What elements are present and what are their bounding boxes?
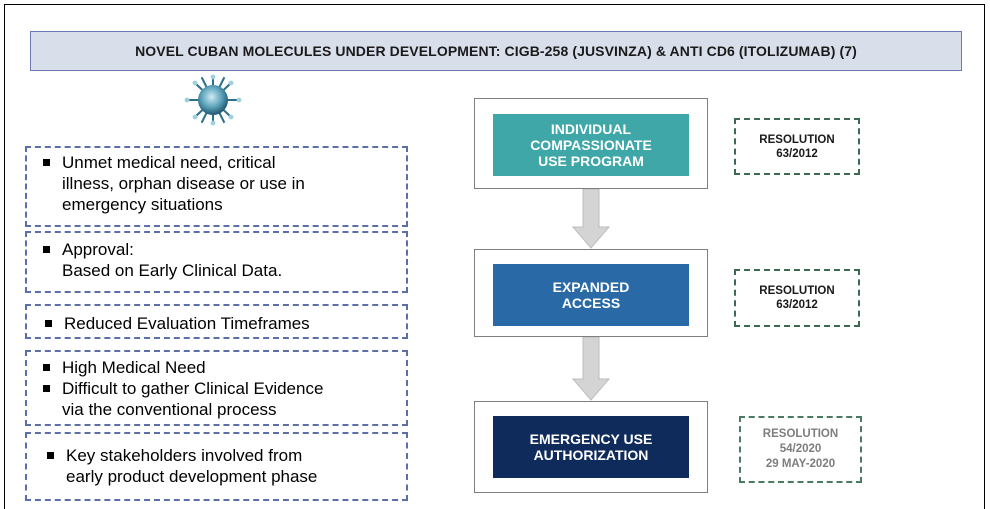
bullet-icon <box>43 385 50 392</box>
criteria-box-approval: Approval: Based on Early Clinical Data. <box>25 231 408 293</box>
bullet-icon <box>45 320 52 327</box>
bullet-icon <box>43 246 50 253</box>
criteria-box-medical-need: High Medical Need Difficult to gather Cl… <box>25 350 408 426</box>
down-arrow-icon <box>572 189 610 249</box>
resolution-badge: RESOLUTION 63/2012 <box>734 118 860 175</box>
criteria-box-timeframes: Reduced Evaluation Timeframes <box>25 304 408 339</box>
bullet-icon <box>43 159 50 166</box>
resolution-badge: RESOLUTION 63/2012 <box>734 269 860 327</box>
criteria-box-unmet-need: Unmet medical need, critical illness, or… <box>25 146 408 227</box>
slide-title: NOVEL CUBAN MOLECULES UNDER DEVELOPMENT:… <box>30 31 962 71</box>
criteria-box-stakeholders: Key stakeholders involved from early pro… <box>25 432 408 501</box>
bullet-icon <box>47 452 54 459</box>
down-arrow-icon <box>572 337 610 401</box>
resolution-badge: RESOLUTION 54/2020 29 MAY-2020 <box>739 416 862 483</box>
virus-icon <box>184 74 242 126</box>
bullet-icon <box>43 364 50 371</box>
slide-frame <box>4 4 985 509</box>
